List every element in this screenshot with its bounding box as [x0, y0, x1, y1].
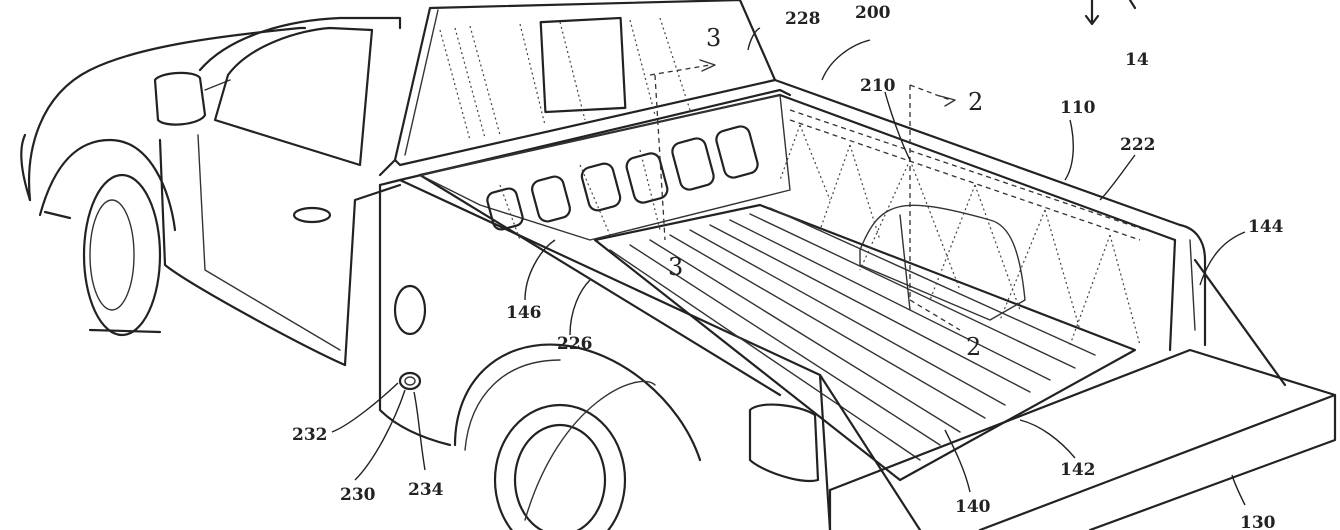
section-3-top: 3	[706, 24, 721, 52]
rear-window-hatching	[439, 17, 691, 141]
ref-110: 110	[1060, 98, 1096, 118]
light-strip-222	[789, 109, 1146, 241]
ref-222: 222	[1120, 135, 1156, 155]
leader-lines	[331, 27, 1246, 506]
section-3-bottom: 3	[668, 253, 683, 281]
section-2-top: 2	[968, 88, 983, 116]
ref-234: 234	[408, 480, 444, 500]
truck-cab	[20, 0, 777, 367]
ref-142: 142	[1060, 460, 1096, 480]
ref-14: 14	[1125, 50, 1149, 70]
tailgate-130	[818, 258, 1337, 530]
front-bulkhead	[419, 94, 791, 241]
ref-232: 232	[292, 425, 328, 445]
section-2-bottom: 2	[966, 333, 981, 361]
bed-floor-ribs	[593, 203, 1137, 482]
ref-140: 140	[955, 497, 991, 517]
ref-146: 146	[506, 303, 542, 323]
direction-arrows-14	[1084, 0, 1137, 26]
ref-228: 228	[785, 9, 821, 29]
ref-200: 200	[855, 3, 891, 23]
section-line-3	[649, 59, 716, 241]
bed-right-side	[773, 78, 1207, 352]
cargo-object	[859, 204, 1026, 321]
ref-230: 230	[340, 485, 376, 505]
ref-130: 130	[1240, 513, 1276, 530]
ref-226: 226	[557, 334, 593, 354]
section-line-2	[909, 84, 961, 331]
ref-210: 210	[860, 76, 896, 96]
light-beams	[499, 124, 1141, 346]
ref-144: 144	[1248, 217, 1284, 237]
